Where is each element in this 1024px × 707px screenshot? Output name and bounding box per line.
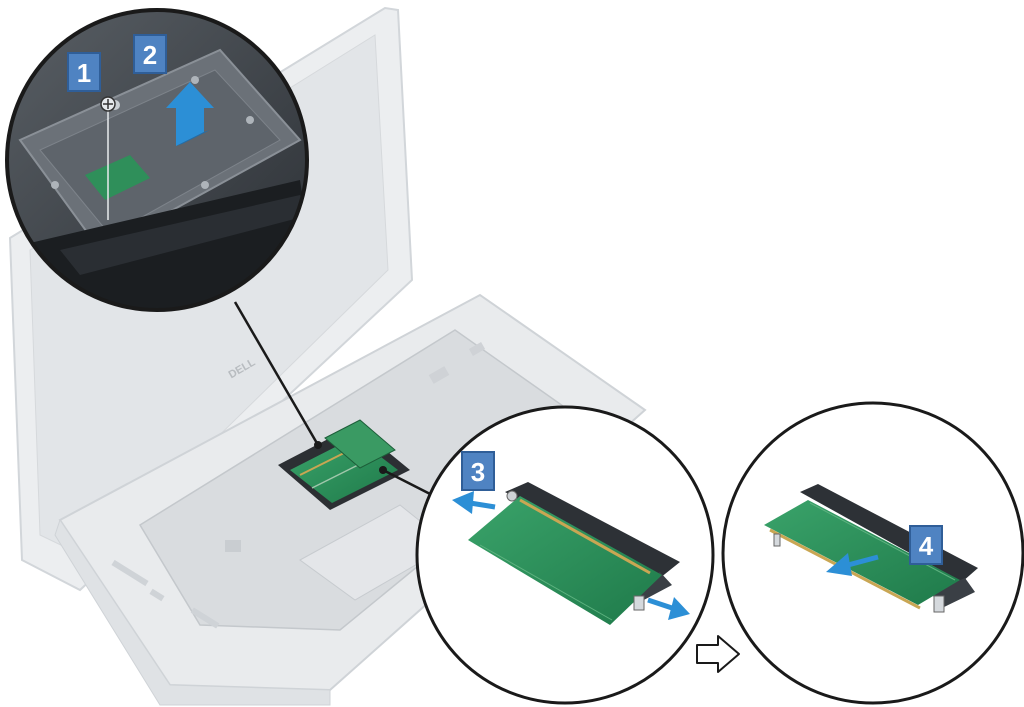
svg-text:4: 4	[919, 531, 934, 561]
callout-right: 4	[721, 401, 1024, 705]
memory-module-location	[278, 419, 410, 510]
spread-arrow-right-icon	[647, 597, 690, 620]
step-badge-3: 3	[461, 451, 495, 491]
hollow-right-arrow-icon	[696, 635, 740, 673]
step-badge-2: 2	[133, 34, 167, 74]
svg-text:2: 2	[143, 40, 157, 70]
svg-text:3: 3	[471, 457, 485, 487]
callout-middle: 3	[415, 405, 715, 705]
callout-top: 1 2	[5, 8, 309, 312]
leader-line-mid	[382, 468, 437, 499]
remove-arrow-icon	[826, 553, 879, 576]
step-badge-1: 1	[67, 52, 101, 92]
spread-arrow-left-icon	[452, 491, 496, 514]
svg-text:1: 1	[77, 58, 91, 88]
laptop-base-front	[54, 518, 331, 706]
leader-line-top	[233, 301, 320, 446]
screw-icon	[100, 96, 116, 112]
lift-arrow-icon	[166, 82, 214, 146]
step-badge-4: 4	[909, 525, 943, 565]
